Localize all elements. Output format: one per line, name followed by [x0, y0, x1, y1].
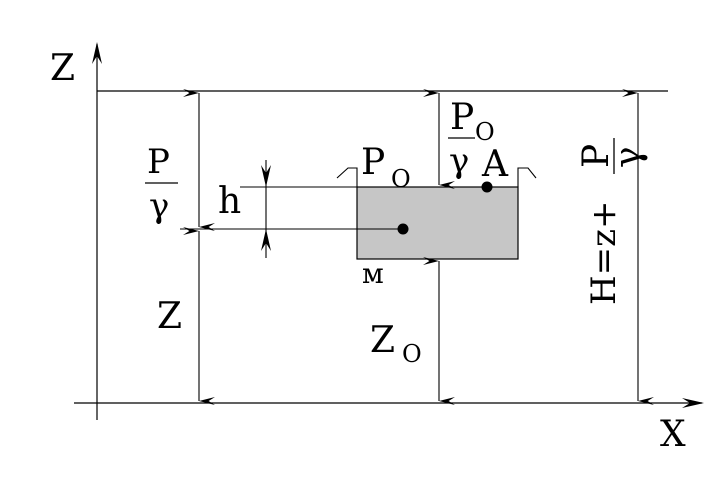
p-over-gamma-left-denominator: γ — [149, 186, 169, 226]
p-over-gamma-left-numerator: P — [147, 142, 170, 182]
h-fraction-numerator: P — [576, 144, 617, 168]
bracket-left — [336, 167, 358, 187]
z0-label: Z — [370, 320, 395, 361]
p0-left-subscript: O — [391, 165, 411, 193]
gamma-top-label: γ — [449, 141, 469, 181]
p0-left-label: P — [361, 142, 385, 183]
submerged-body — [356, 186, 519, 260]
h-formula-group: H=z+ — [584, 200, 624, 305]
h-fraction-group: P γ — [576, 138, 649, 174]
h-fraction-denominator: γ — [608, 146, 649, 168]
point-m-dot — [397, 223, 409, 235]
z0-subscript: O — [402, 340, 422, 368]
dim-h-arrow-top — [261, 165, 271, 187]
point-m-label: м — [362, 257, 384, 290]
z-axis-label: Z — [50, 48, 75, 89]
bracket-right — [517, 167, 537, 187]
point-a-dot — [481, 181, 493, 193]
p0-top-subscript: O — [475, 118, 495, 146]
p0-top-label: P — [450, 97, 474, 138]
x-axis-label: X — [660, 414, 686, 455]
h-label: h — [218, 181, 241, 222]
x-axis-arrowhead — [682, 398, 704, 408]
dim-h-arrow-bottom — [261, 229, 271, 251]
z-axis-arrowhead — [92, 42, 102, 64]
point-a-label: A — [481, 144, 509, 185]
h-formula-text: H=z+ — [584, 200, 624, 305]
z-left-label: Z — [157, 296, 182, 337]
